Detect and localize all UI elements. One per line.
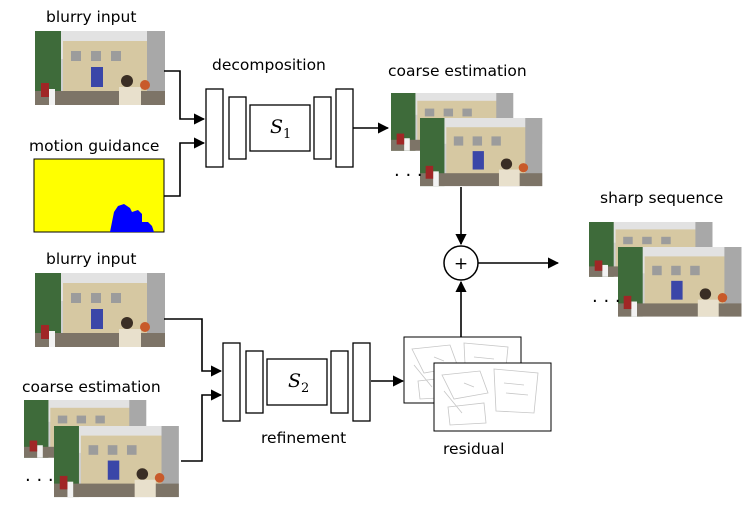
arrow-blurry-to-s1: [164, 70, 206, 125]
arrow-blurry-to-s2: [164, 318, 223, 377]
label-sharp-sequence: sharp sequence: [600, 189, 723, 207]
s2-symbol: S: [288, 370, 301, 392]
sum-node: +: [443, 245, 479, 281]
blurry-input-image-bottom: [35, 273, 165, 347]
label-motion-guidance: motion guidance: [29, 137, 159, 155]
label-blurry-input-bottom: blurry input: [46, 250, 136, 268]
s1-symbol: S: [270, 116, 283, 138]
blurry-input-image-top: [35, 31, 165, 105]
sharp-sequence-stack: . . .: [589, 222, 742, 317]
arrow-motion-to-s1: [164, 137, 206, 197]
s2-subscript: 2: [301, 381, 309, 396]
network-s2: S 2: [222, 342, 371, 422]
arrow-coarse-to-s2: [181, 389, 223, 462]
network-s1: S 1: [205, 88, 354, 168]
sum-operator: +: [454, 254, 468, 274]
label-coarse-estimation-top: coarse estimation: [388, 62, 527, 80]
label-blurry-input-top: blurry input: [46, 8, 136, 26]
coarse-estimation-stack-bottom: . . .: [24, 400, 179, 498]
label-refinement: refinement: [261, 429, 346, 447]
ellipsis-bottom: . . .: [25, 465, 54, 486]
residual-stack: [403, 336, 552, 432]
s1-subscript: 1: [283, 127, 291, 142]
coarse-estimation-stack-top: . . .: [391, 93, 543, 187]
ellipsis-right: . . .: [592, 286, 621, 307]
motion-guidance-image: [33, 158, 165, 233]
label-decomposition: decomposition: [212, 56, 326, 74]
ellipsis-top: . . .: [394, 160, 423, 181]
label-coarse-estimation-bottom: coarse estimation: [22, 378, 161, 396]
label-residual: residual: [443, 440, 504, 458]
